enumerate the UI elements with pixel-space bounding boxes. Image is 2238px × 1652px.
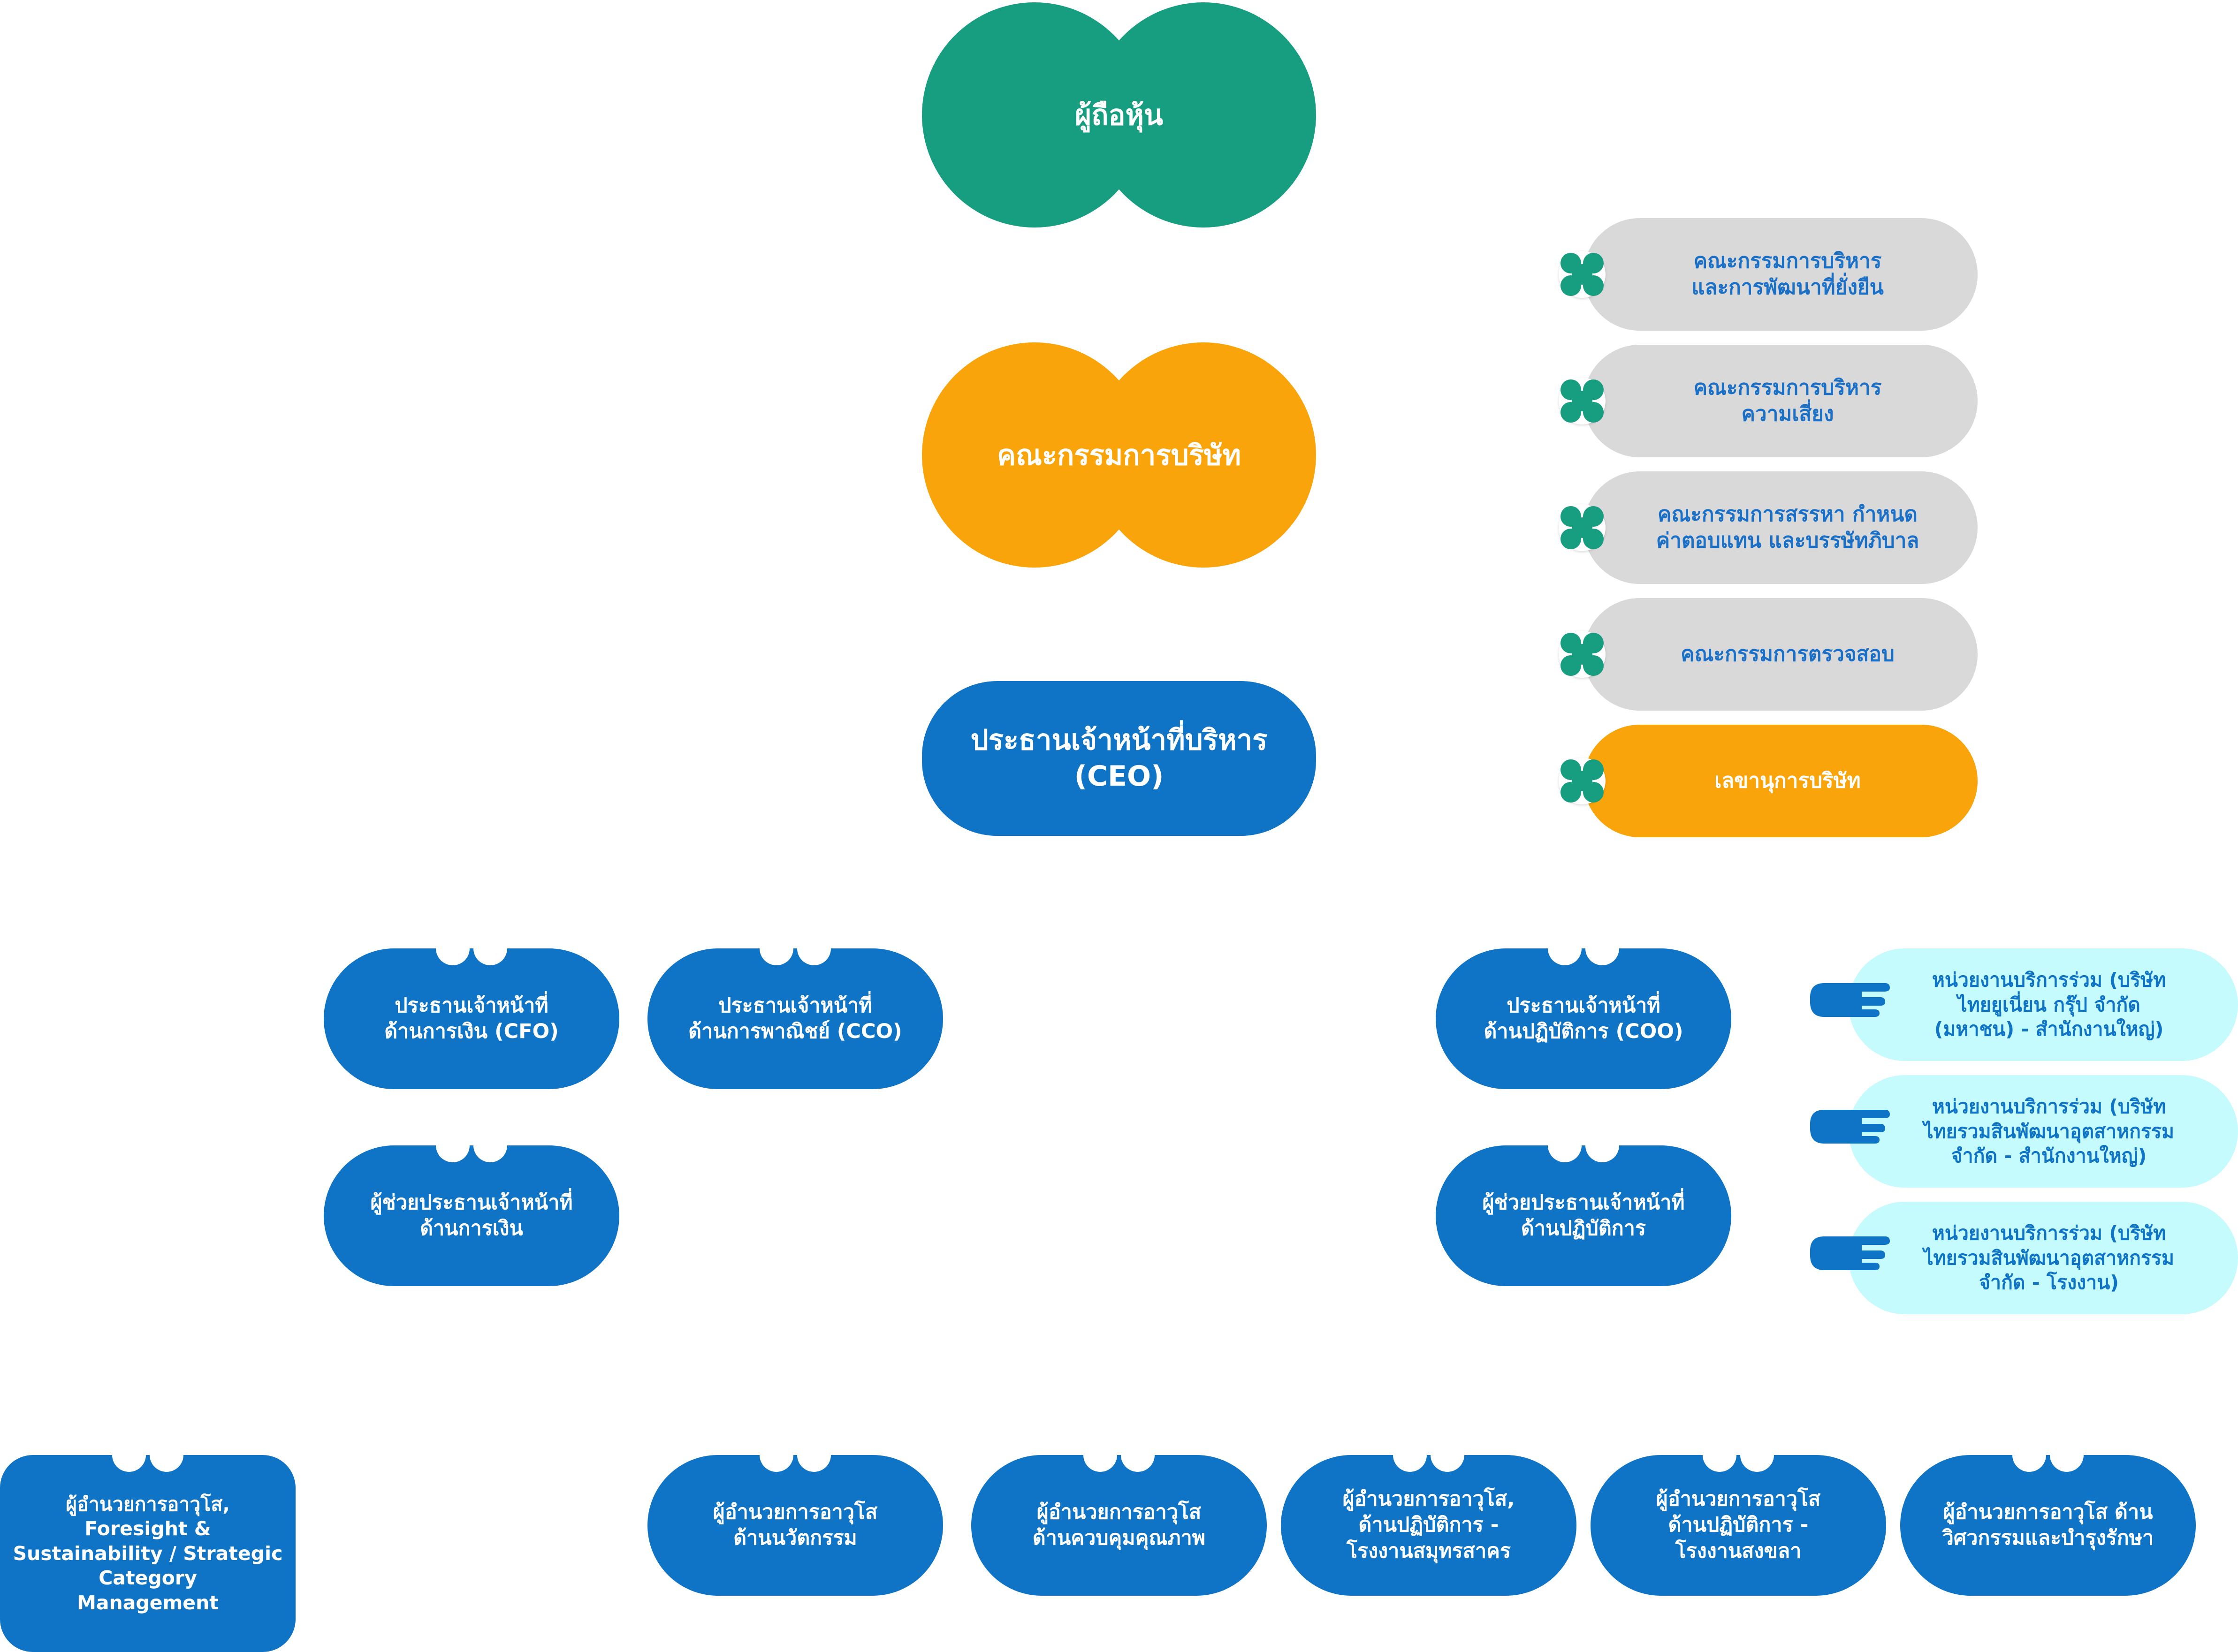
tab-notch [1703, 1438, 1736, 1472]
tab-notch [473, 1129, 507, 1162]
cco-node: ประธานเจ้าหน้าที่ ด้านการพาณิชย์ (CCO) [647, 948, 943, 1089]
tab-notch [150, 1438, 183, 1472]
director-ops-songkhla: ผู้อำนวยการอาวุโส ด้านปฏิบัติการ - โรงงา… [1591, 1455, 1886, 1596]
director-foresight: ผู้อำนวยการอาวุโส, Foresight & Sustainab… [0, 1455, 296, 1652]
asst-coo-node: ผู้ช่วยประธานเจ้าหน้าที่ ด้านปฏิบัติการ [1436, 1145, 1731, 1286]
tab-notch [760, 932, 793, 965]
clover-icon [1559, 631, 1606, 678]
tab-notch [2012, 1438, 2046, 1472]
tab-notch [436, 1129, 470, 1162]
shared-service-trs-hq: หน่วยงานบริการร่วม (บริษัท ไทยรวมสินพัฒน… [1849, 1075, 2238, 1188]
asst-cfo-node: ผู้ช่วยประธานเจ้าหน้าที่ ด้านการเงิน [324, 1145, 619, 1286]
committee-sustainability: คณะกรรมการบริหาร และการพัฒนาที่ยั่งยืน [1583, 218, 1978, 331]
cfo-node: ประธานเจ้าหน้าที่ ด้านการเงิน (CFO) [324, 948, 619, 1089]
tab-notch [436, 932, 470, 965]
clover-icon [1559, 758, 1606, 804]
tab-notch [797, 1438, 831, 1472]
clover-icon [1559, 378, 1606, 424]
committee-audit: คณะกรรมการตรวจสอบ [1583, 598, 1978, 711]
tab-notch [1393, 1438, 1427, 1472]
tab-notch [797, 932, 831, 965]
shared-service-tu-hq: หน่วยงานบริการร่วม (บริษัท ไทยยูเนี่ยน ก… [1849, 948, 2238, 1061]
tab-notch [1083, 1438, 1117, 1472]
clover-icon [1559, 504, 1606, 551]
board-label: คณะกรรมการบริษัท [997, 439, 1241, 472]
tab-notch [760, 1438, 793, 1472]
tab-notch [1548, 1129, 1582, 1162]
coo-node: ประธานเจ้าหน้าที่ ด้านปฏิบัติการ (COO) [1436, 948, 1731, 1089]
company-secretary: เลขานุการบริษัท [1583, 725, 1978, 837]
tab-notch [112, 1438, 146, 1472]
clover-icon [1559, 251, 1606, 298]
pointing-hand-icon [1810, 1236, 1890, 1270]
pointing-hand-icon [1810, 983, 1890, 1017]
tab-notch [1585, 1129, 1619, 1162]
tab-notch [1431, 1438, 1464, 1472]
tab-notch [2050, 1438, 2084, 1472]
tab-notch [1548, 932, 1582, 965]
shared-service-trs-factory: หน่วยงานบริการร่วม (บริษัท ไทยรวมสินพัฒน… [1849, 1202, 2238, 1314]
tab-notch [1121, 1438, 1155, 1472]
director-ops-samutsakhon: ผู้อำนวยการอาวุโส, ด้านปฏิบัติการ - โรงง… [1281, 1455, 1576, 1596]
ceo-node: ประธานเจ้าหน้าที่บริหาร (CEO) [922, 681, 1316, 836]
director-innovation: ผู้อำนวยการอาวุโส ด้านนวัตกรรม [647, 1455, 943, 1596]
tab-notch [473, 932, 507, 965]
committee-nomination: คณะกรรมการสรรหา กำหนด ค่าตอบแทน และบรรษั… [1583, 471, 1978, 584]
pointing-hand-icon [1810, 1110, 1890, 1144]
director-quality-control: ผู้อำนวยการอาวุโส ด้านควบคุมคุณภาพ [971, 1455, 1267, 1596]
director-engineering: ผู้อำนวยการอาวุโส ด้าน วิศวกรรมและบำรุงร… [1900, 1455, 2196, 1596]
shareholders-blob-right [1091, 2, 1316, 227]
committee-risk: คณะกรรมการบริหาร ความเสี่ยง [1583, 345, 1978, 457]
board-blob-right [1091, 342, 1316, 568]
shareholders-label: ผู้ถือหุ้น [1074, 99, 1164, 132]
tab-notch [1740, 1438, 1774, 1472]
tab-notch [1585, 932, 1619, 965]
